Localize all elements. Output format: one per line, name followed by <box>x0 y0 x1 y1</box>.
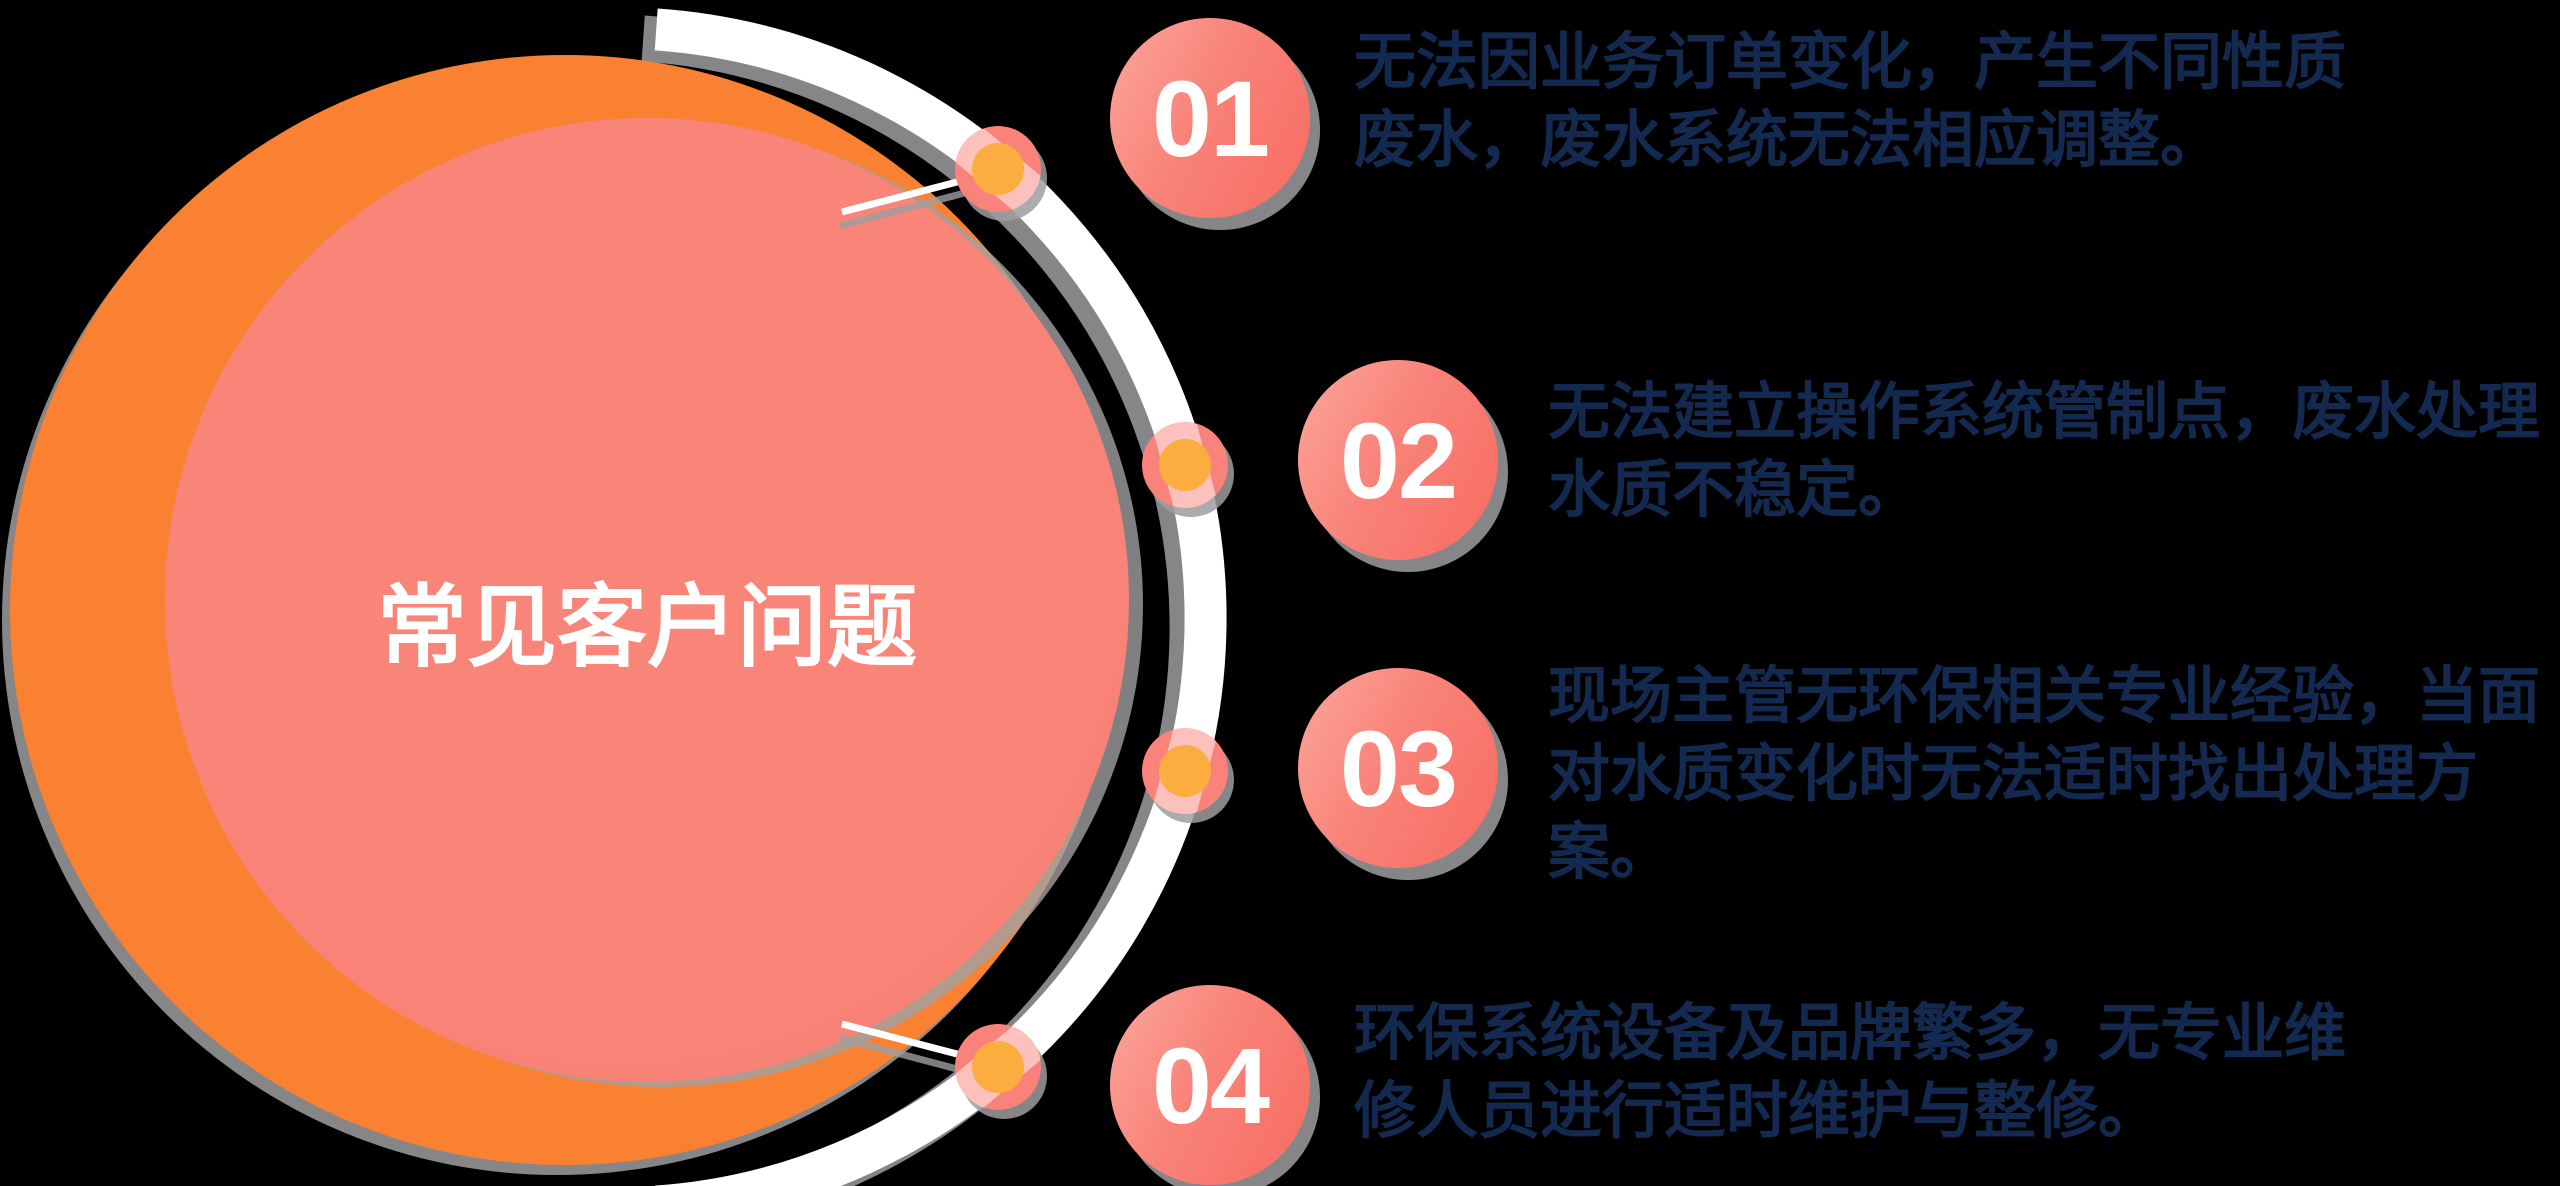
connector-shadow-1 <box>839 186 977 230</box>
page-title: 常见客户问题 <box>377 578 917 678</box>
step-number-01: 01 <box>1151 57 1270 179</box>
step-badge-04: 04 <box>1110 985 1310 1185</box>
step-number-04: 04 <box>1151 1024 1270 1146</box>
timeline-node-4 <box>955 1024 1041 1110</box>
step-number-03: 03 <box>1339 707 1458 829</box>
arc-stroke <box>654 8 1227 1186</box>
item-text-01: 无法因业务订单变化，产生不同性质废水，废水系统无法相应调整。 <box>1354 28 2347 175</box>
step-badge-01: 01 <box>1110 18 1310 218</box>
step-badge-02: 02 <box>1298 360 1498 560</box>
item-text-02: 无法建立操作系统管制点，废水处理水质不稳定。 <box>1548 378 2541 525</box>
timeline-node-3 <box>1142 728 1228 814</box>
step-badge-03: 03 <box>1298 668 1498 868</box>
timeline-node-2 <box>1142 422 1228 508</box>
timeline-node-1 <box>955 126 1041 212</box>
item-text-03: 现场主管无环保相关专业经验，当面对水质变化时无法适时找出处理方案。 <box>1548 662 2541 887</box>
item-text-04: 环保系统设备及品牌繁多，无专业维修人员进行适时维护与整修。 <box>1354 999 2347 1146</box>
arc-shadow <box>641 15 1216 1186</box>
connector-shadow-4 <box>839 1034 977 1078</box>
main-topic-circle <box>165 118 1129 1082</box>
step-number-02: 02 <box>1339 399 1458 521</box>
